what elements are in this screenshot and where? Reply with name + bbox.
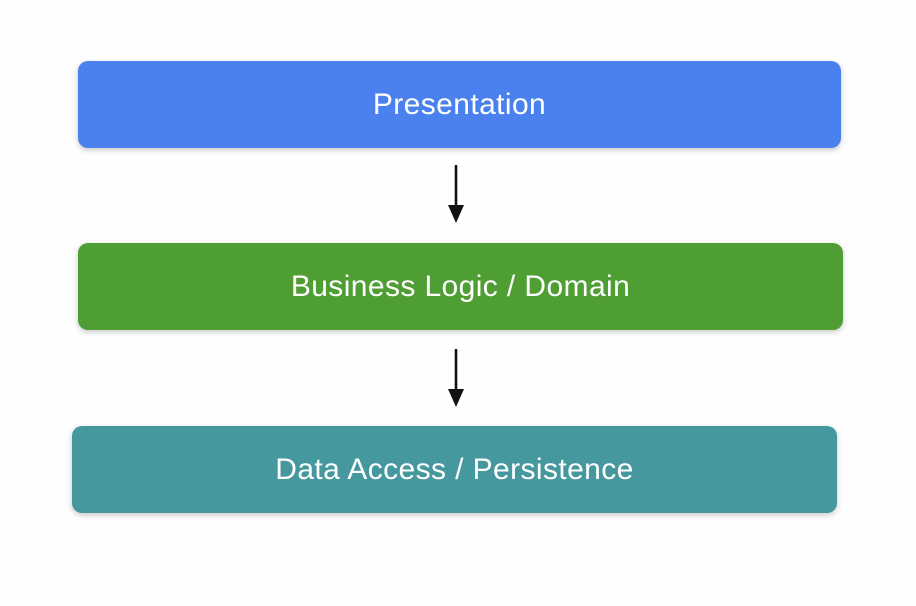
down-arrow-icon <box>448 349 464 407</box>
layer-label-business-logic: Business Logic / Domain <box>290 269 631 303</box>
layer-box-presentation: Presentation <box>78 61 841 148</box>
down-arrow-icon <box>448 165 464 223</box>
layer-label-presentation: Presentation <box>372 87 547 121</box>
layer-label-data-access: Data Access / Persistence <box>275 452 634 486</box>
layer-box-data-access: Data Access / Persistence <box>72 426 837 513</box>
layer-box-business-logic: Business Logic / Domain <box>78 243 843 330</box>
